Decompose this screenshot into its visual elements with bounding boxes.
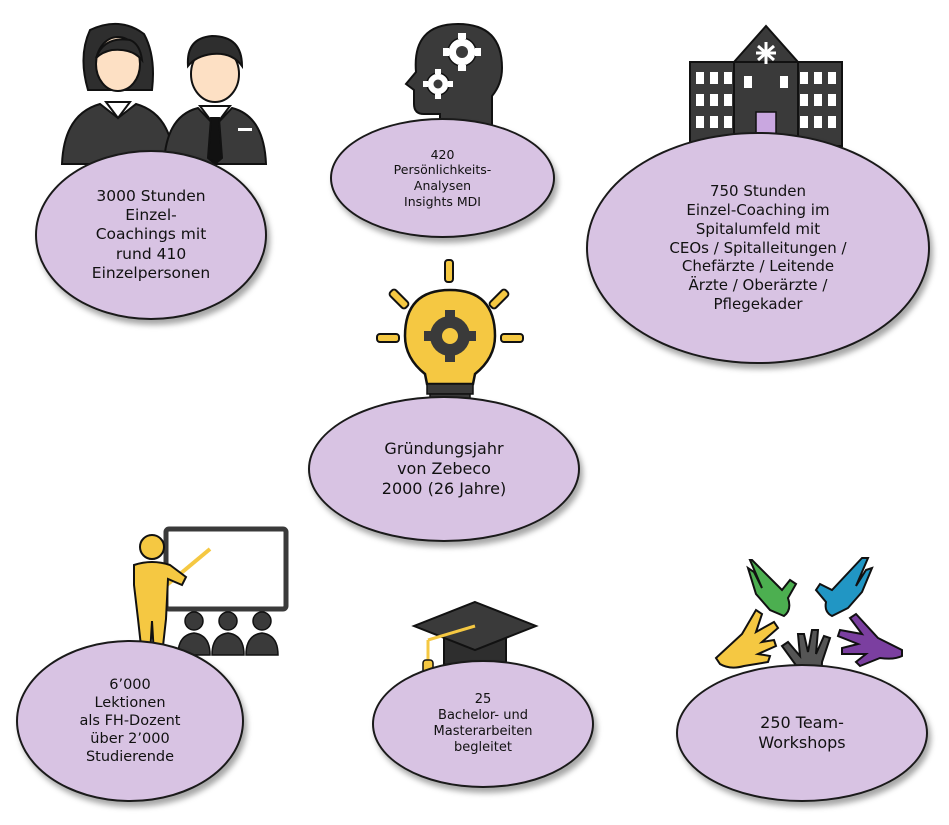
bubble-line: Einzelpersonen — [91, 264, 211, 283]
bubble-line: Coachings mit — [95, 225, 207, 244]
bubble-einzelcoaching: 3000 Stunden Einzel- Coachings mit rund … — [35, 150, 267, 320]
bubble-line: 420 — [430, 146, 455, 162]
bubble-line: Spitalumfeld mit — [695, 219, 821, 238]
bubble-line: als FH-Dozent — [79, 712, 181, 729]
head-gears-icon — [404, 22, 504, 133]
bubble-line: rund 410 — [115, 244, 187, 263]
bubble-arbeiten: 25 Bachelor- und Masterarbeiten begleite… — [372, 660, 594, 788]
team-hands-icon — [714, 557, 903, 699]
bubble-line: Masterarbeiten — [433, 724, 533, 739]
bubble-line: über 2’000 — [90, 731, 170, 748]
business-people-icon — [60, 23, 268, 166]
bubble-line: Chefärzte / Leitende — [681, 257, 835, 276]
lightbulb-gear-icon — [376, 259, 524, 415]
bubble-line: von Zebeco — [397, 459, 491, 478]
bubble-line: Pflegekader — [713, 294, 803, 313]
bubble-workshops: 250 Team- Workshops — [676, 664, 928, 802]
bubble-analysen: 420 Persönlichkeits- Analysen Insights M… — [330, 118, 555, 238]
bubble-line: 750 Stunden — [709, 182, 807, 201]
bubble-line: Bachelor- und — [438, 707, 528, 723]
bubble-line: 6’000 — [109, 676, 151, 693]
bubble-line: Einzel- — [125, 205, 177, 224]
hospital-icon — [689, 24, 843, 147]
bubble-line: 250 Team- — [760, 713, 844, 732]
bubble-line: 25 — [474, 691, 492, 707]
bubble-line: Workshops — [758, 733, 846, 752]
bubble-line: Studierende — [85, 749, 175, 766]
bubble-line: Persönlichkeits- — [393, 162, 492, 178]
bubble-lektionen: 6’000 Lektionen als FH-Dozent über 2’000… — [16, 640, 244, 802]
bubble-line: 2000 (26 Jahre) — [381, 479, 507, 498]
bubble-line: Lektionen — [94, 694, 166, 711]
bubble-line: Insights MDI — [404, 193, 481, 209]
bubble-spital: 750 Stunden Einzel-Coaching im Spitalumf… — [586, 132, 930, 364]
bubble-line: CEOs / Spitalleitungen / — [669, 238, 847, 257]
bubble-line: 3000 Stunden — [96, 186, 206, 205]
bubble-gruendung: Gründungsjahr von Zebeco 2000 (26 Jahre) — [308, 396, 580, 542]
bubble-line: Gründungsjahr — [384, 439, 504, 458]
bubble-line: Ärzte / Oberärzte / — [688, 276, 828, 295]
bubble-line: Analysen — [413, 178, 472, 193]
bubble-line: begleitet — [454, 740, 512, 756]
bubble-line: Einzel-Coaching im — [686, 201, 830, 220]
teacher-presentation-icon — [133, 526, 289, 656]
